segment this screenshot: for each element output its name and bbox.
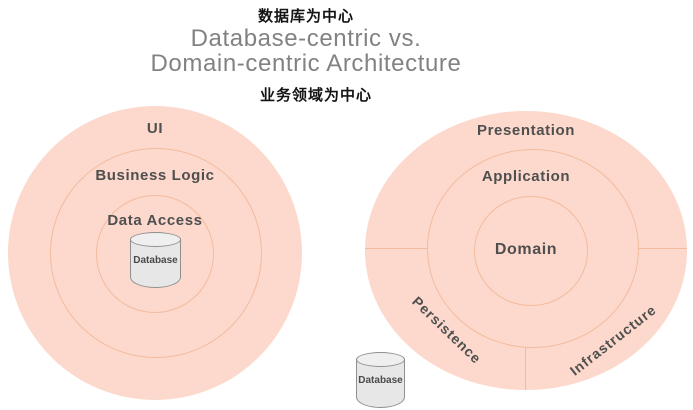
page-title: Database-centric vs. Domain-centric Arch… <box>0 26 612 76</box>
page-title-line2: Domain-centric Architecture <box>150 50 462 77</box>
database-label: Database <box>133 255 178 266</box>
business-logic-layer-label: Business Logic <box>95 167 215 184</box>
domain-ring <box>474 196 588 306</box>
right-sector-divider <box>638 248 687 249</box>
database-icon: Database <box>130 232 181 288</box>
domain-layer-label: Domain <box>494 241 558 258</box>
external-database-icon: Database <box>356 352 405 408</box>
chinese-label-database-centric: 数据库为中心 <box>257 8 354 25</box>
domain-centric-diagram: Presentation Application Domain Persiste… <box>365 111 687 390</box>
data-access-layer-label: Data Access <box>107 212 203 229</box>
database-label: Database <box>358 375 403 386</box>
database-cylinder-body <box>356 359 405 408</box>
database-cylinder-body <box>130 239 181 288</box>
left-sector-divider <box>365 248 428 249</box>
business-logic-ring <box>50 148 262 358</box>
database-cylinder-top <box>356 352 405 367</box>
database-centric-diagram: UI Business Logic Data Access Database <box>8 106 302 400</box>
bottom-sector-divider <box>525 347 526 390</box>
data-access-ring <box>96 195 214 313</box>
chinese-label-domain-centric: 业务领域为中心 <box>259 87 372 104</box>
database-cylinder-top <box>130 232 181 247</box>
page-title-line1: Database-centric vs. <box>190 25 422 52</box>
application-layer-label: Application <box>481 168 571 185</box>
presentation-layer-label: Presentation <box>476 122 576 139</box>
ui-layer-label: UI <box>146 120 164 137</box>
